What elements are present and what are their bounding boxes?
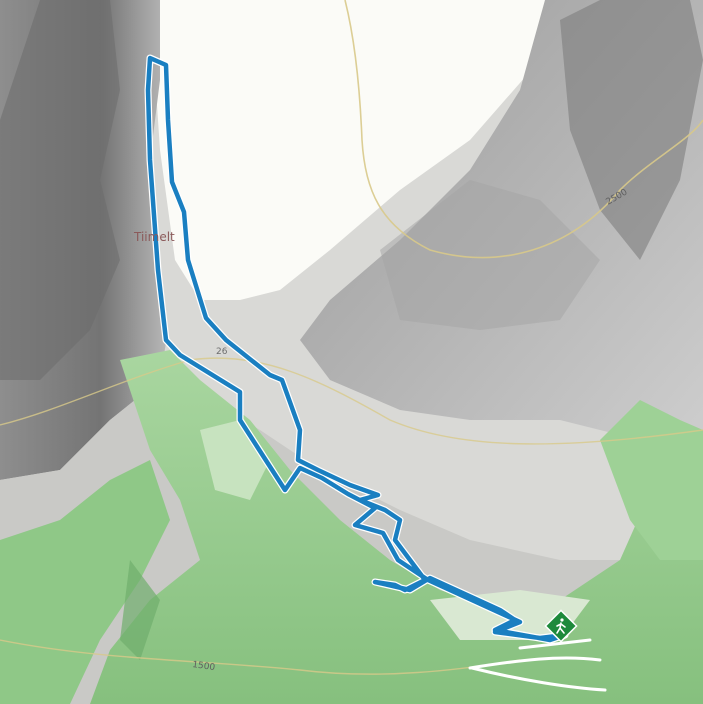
contour-line-lower	[0, 639, 521, 675]
contour-line-upper	[344, 0, 703, 259]
forest-area-west	[0, 460, 170, 704]
hiker-icon	[556, 618, 566, 634]
right-slope-shading	[380, 180, 600, 330]
forest-area-east	[600, 400, 703, 560]
contour-label-lower: 1500	[192, 660, 216, 673]
left-ridge-shadow	[0, 0, 120, 380]
right-peak-shadow	[560, 0, 703, 260]
snowfield-area	[150, 0, 545, 300]
contour-line-middle	[0, 357, 703, 445]
dense-forest-patch	[120, 560, 160, 660]
trail-number-label: 26	[216, 347, 228, 357]
place-label: Tiimelt	[133, 230, 175, 244]
access-road	[468, 638, 607, 692]
trailhead-marker[interactable]	[544, 609, 578, 643]
hiking-route-line[interactable]	[145, 55, 568, 643]
